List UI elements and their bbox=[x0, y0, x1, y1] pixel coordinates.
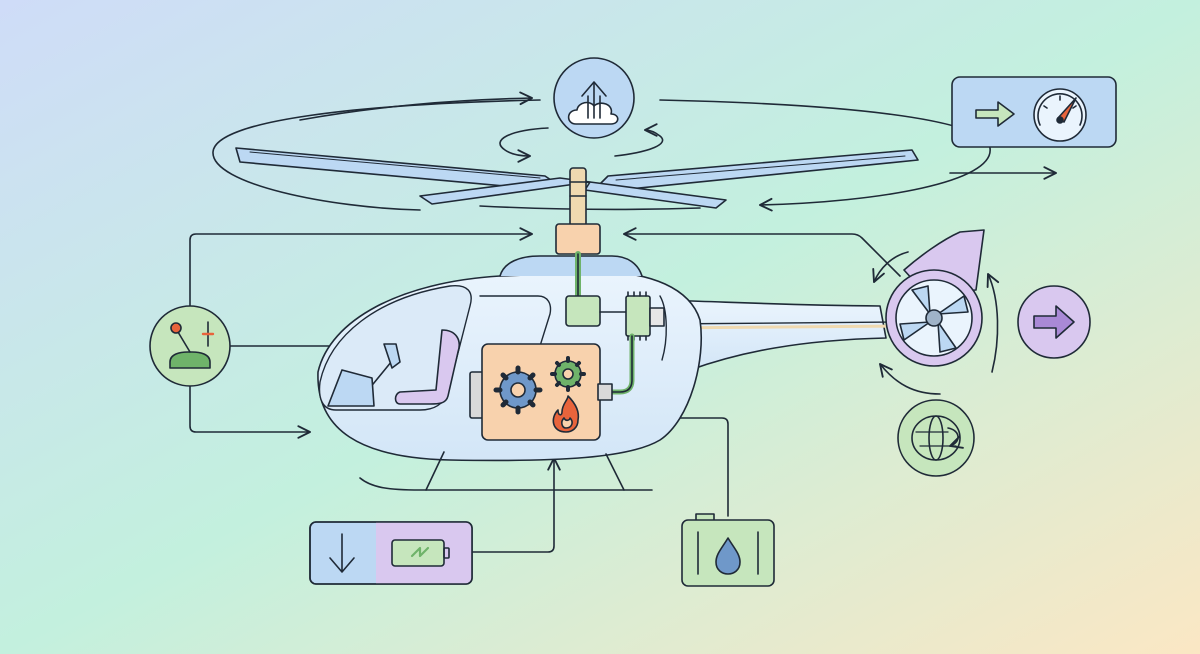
control-flow-lines bbox=[189, 227, 901, 553]
lift-indicator bbox=[553, 57, 635, 139]
power-panel bbox=[309, 521, 473, 585]
battery-charge-icon bbox=[391, 539, 450, 567]
engine bbox=[469, 343, 613, 441]
speed-panel bbox=[951, 76, 1117, 148]
cockpit-seat bbox=[394, 329, 460, 405]
gear-icon bbox=[550, 356, 586, 392]
tail-rotor bbox=[885, 269, 983, 367]
flame-icon bbox=[552, 395, 580, 433]
transmission-gearbox bbox=[565, 251, 665, 395]
tail-thrust-indicator bbox=[1017, 285, 1091, 359]
rotor-orbit-arrows bbox=[212, 91, 991, 212]
lift-cloud-up-icon bbox=[567, 81, 619, 125]
control-stick bbox=[327, 343, 401, 407]
tail-rotor-arrows bbox=[872, 251, 1000, 395]
fuel-drop-icon bbox=[715, 537, 741, 575]
tail-rotor-yaw-icon bbox=[911, 415, 964, 461]
descent-arrow-icon bbox=[329, 533, 355, 573]
gear-icon bbox=[493, 365, 543, 415]
rotor-spin-arrows bbox=[499, 123, 664, 163]
collective-lever-icon bbox=[169, 321, 215, 369]
fuel-tank bbox=[681, 513, 775, 587]
landing-skids bbox=[359, 451, 653, 491]
forward-arrow-icon bbox=[975, 101, 1015, 127]
speedometer-icon bbox=[1033, 88, 1087, 142]
collective-control-indicator bbox=[149, 305, 231, 387]
main-rotor-blades bbox=[235, 147, 919, 209]
forward-arrow-icon bbox=[1033, 305, 1075, 339]
yaw-indicator bbox=[897, 399, 975, 477]
swashplate-hub bbox=[555, 223, 601, 255]
rotor-mast bbox=[569, 167, 587, 227]
